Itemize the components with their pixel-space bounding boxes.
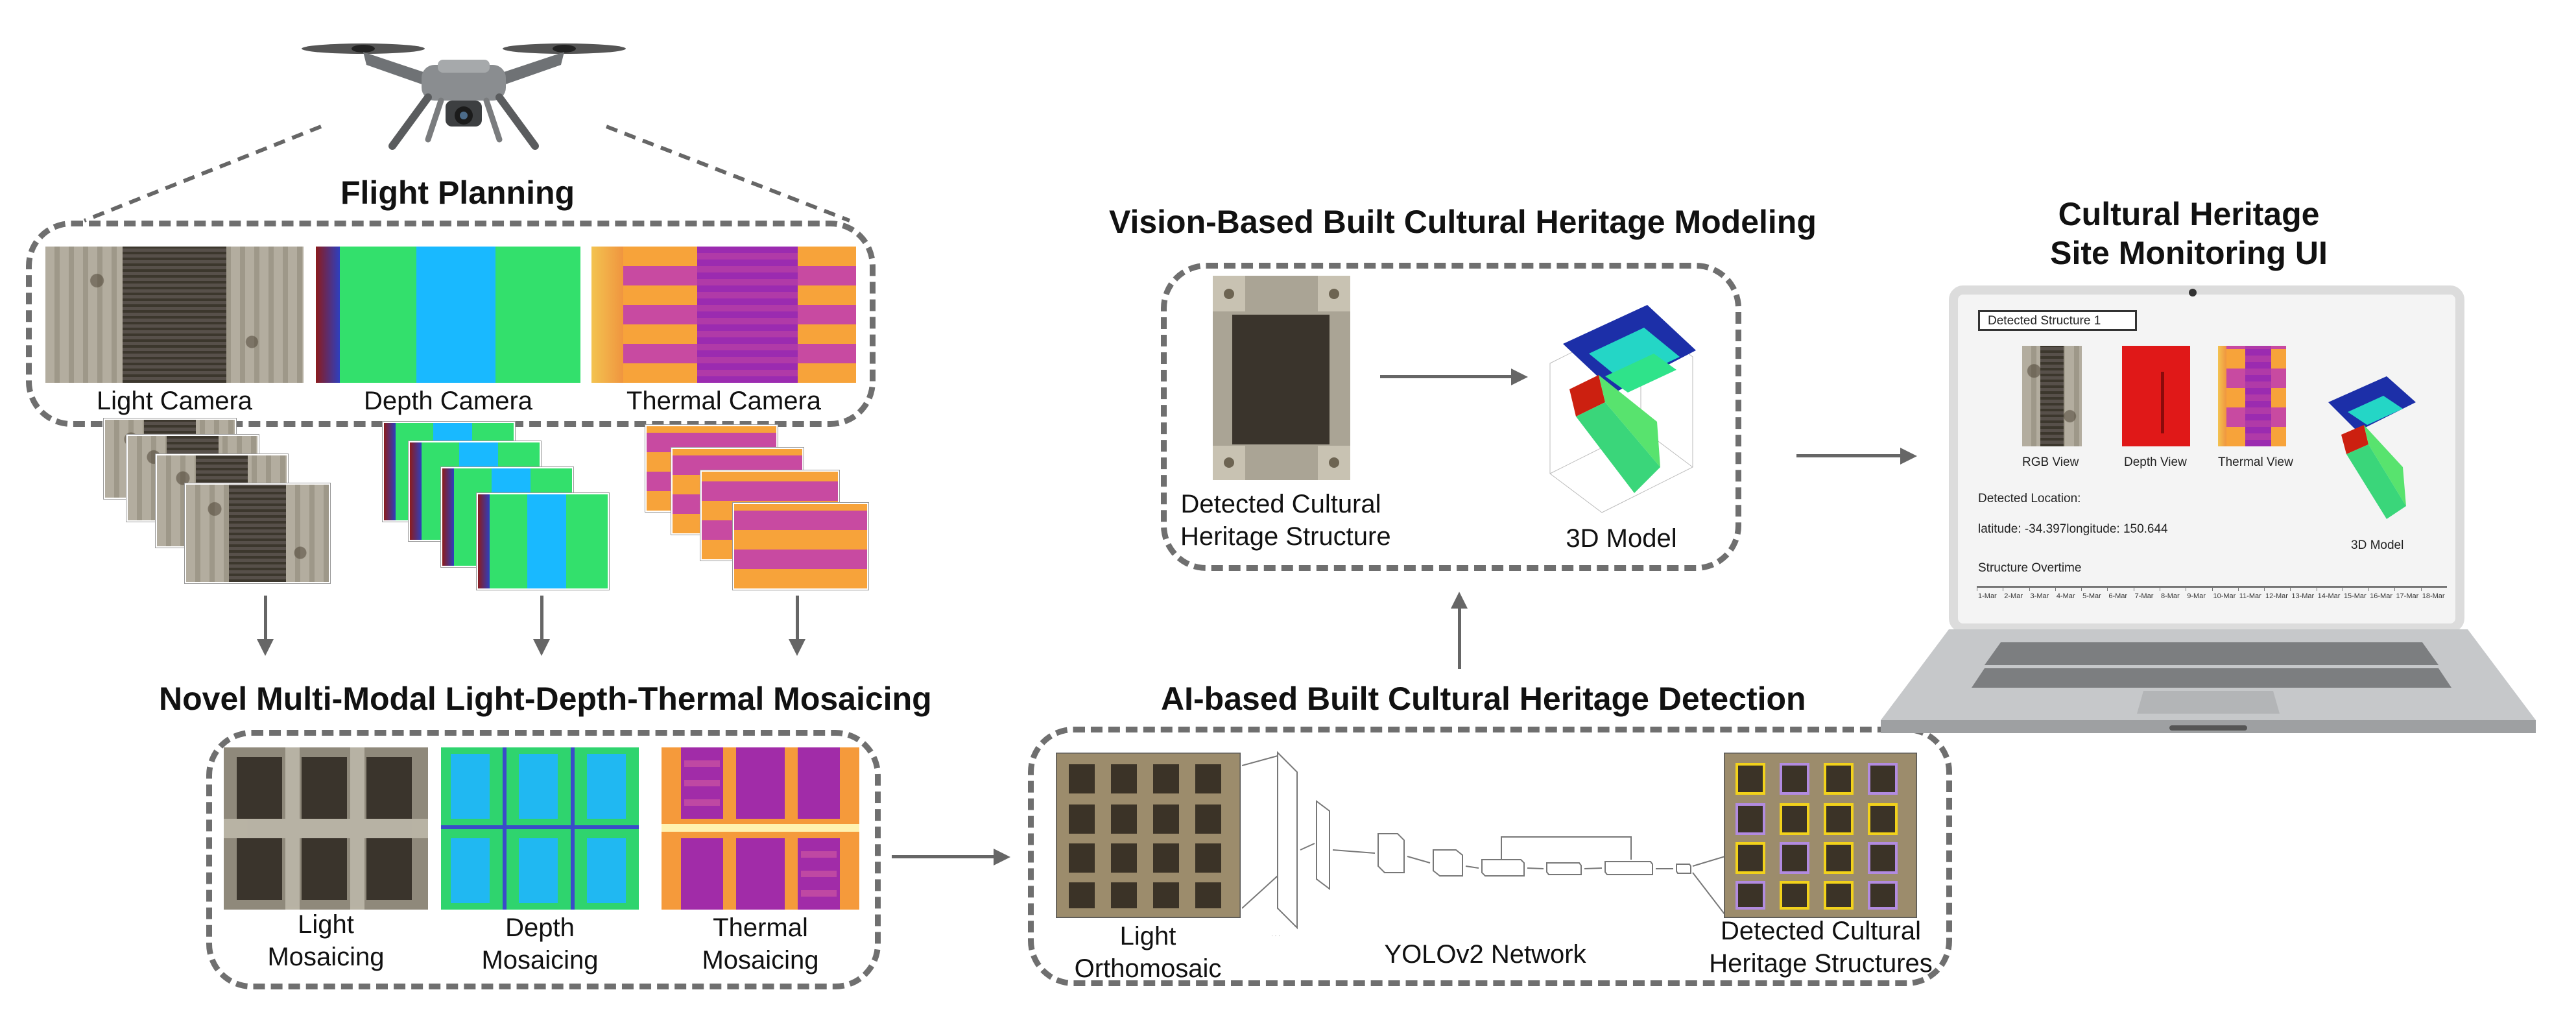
timeline-tick	[2055, 586, 2056, 591]
ui-overtime-label: Structure Overtime	[1978, 561, 2082, 575]
ui-timeline-slider[interactable]: 1-Mar 2-Mar 3-Mar 4-Mar 5-Mar 6-Mar 7-Mar 8-Mar…	[1977, 579, 2447, 612]
modeling-box	[1161, 263, 1741, 571]
ui-thermal-label: Thermal View	[2218, 455, 2293, 469]
thermal-camera-image	[591, 247, 856, 383]
light-mosaic-image	[224, 747, 428, 910]
timeline-tick	[2264, 586, 2265, 591]
timeline-label: 11-Mar	[2239, 592, 2261, 600]
ui-depth-label: Depth View	[2124, 455, 2187, 469]
ui-depth-view-image	[2122, 346, 2190, 446]
ui-location-value: latitude: -34.397longitude: 150.644	[1978, 522, 2168, 536]
depth-camera-label: Depth Camera	[363, 387, 533, 415]
detection-box	[1028, 727, 1952, 986]
svg-text:· · ·: · · ·	[1271, 932, 1280, 939]
timeline-tick	[2237, 586, 2239, 591]
timeline-tick	[2420, 586, 2422, 591]
light-camera-image	[45, 247, 304, 383]
timeline-tick	[2290, 586, 2291, 591]
timeline-label: 18-Mar	[2422, 592, 2445, 600]
depth-mosaic-image	[441, 747, 639, 910]
timeline-label: 1-Mar	[1978, 592, 1997, 600]
laptop-base	[1881, 629, 2536, 733]
timeline-label: 10-Mar	[2213, 592, 2236, 600]
timeline-tick	[2368, 586, 2370, 591]
ui-location-label: Detected Location:	[1978, 492, 2081, 505]
laptop-screen	[1949, 285, 2464, 633]
timeline-label: 4-Mar	[2056, 592, 2075, 600]
modeling-title: Vision-Based Built Cultural Heritage Mod…	[1109, 204, 1817, 240]
detected-structures-image	[1724, 753, 1917, 918]
timeline-tick	[2212, 586, 2213, 591]
timeline-label: 6-Mar	[2108, 592, 2128, 600]
timeline-tick	[2107, 586, 2108, 591]
thermal-camera-label: Thermal Camera	[626, 387, 822, 415]
timeline-label: 16-Mar	[2370, 592, 2392, 600]
timeline-tick	[2394, 586, 2396, 591]
orthomosaic-image	[1056, 753, 1241, 918]
timeline-label: 3-Mar	[2030, 592, 2049, 600]
yolov2-network-diagram: · · ·	[1242, 751, 1725, 939]
drone-view-lines	[83, 125, 851, 223]
ui-structure-header[interactable]: Detected Structure 1	[1978, 310, 2137, 331]
drone-icon	[302, 43, 626, 150]
3d-model-image	[1549, 305, 1696, 513]
detection-title: AI-based Built Cultural Heritage Detecti…	[1161, 681, 1806, 717]
ui-model-label: 3D Model	[2351, 538, 2404, 552]
ui-title: Cultural Heritage Site Monitoring UI	[2050, 196, 2328, 271]
detected-structure-image	[1213, 276, 1350, 480]
timeline-label: 12-Mar	[2265, 592, 2288, 600]
light-camera-label: Light Camera	[96, 387, 253, 415]
thermal-mosaic-image	[662, 747, 859, 910]
timeline-label: 13-Mar	[2291, 592, 2315, 600]
timeline-tick	[2029, 586, 2030, 591]
timeline-label: 8-Mar	[2160, 592, 2180, 600]
ui-rgb-view-image	[2022, 346, 2082, 446]
timeline-label: 5-Mar	[2082, 592, 2101, 600]
timeline-label: 14-Mar	[2317, 592, 2341, 600]
timeline-label: 9-Mar	[2187, 592, 2206, 600]
3d-model-label: 3D Model	[1566, 524, 1677, 553]
yolov2-label: YOLOv2 Network	[1384, 940, 1586, 969]
mosaicing-title: Novel Multi-Modal Light-Depth-Thermal Mo…	[159, 681, 932, 717]
timeline-label: 7-Mar	[2134, 592, 2154, 600]
timeline-tick	[2081, 586, 2082, 591]
ui-rgb-label: RGB View	[2022, 455, 2079, 469]
depth-camera-image	[316, 247, 580, 383]
ui-thermal-view-image	[2218, 346, 2286, 446]
timeline-label: 15-Mar	[2343, 592, 2367, 600]
timeline-label: 17-Mar	[2396, 592, 2419, 600]
ui-3d-model-image	[2328, 376, 2416, 519]
mosaicing-box	[206, 730, 881, 989]
timeline-label: 2-Mar	[2004, 592, 2023, 600]
flight-planning-title: Flight Planning	[340, 175, 575, 211]
